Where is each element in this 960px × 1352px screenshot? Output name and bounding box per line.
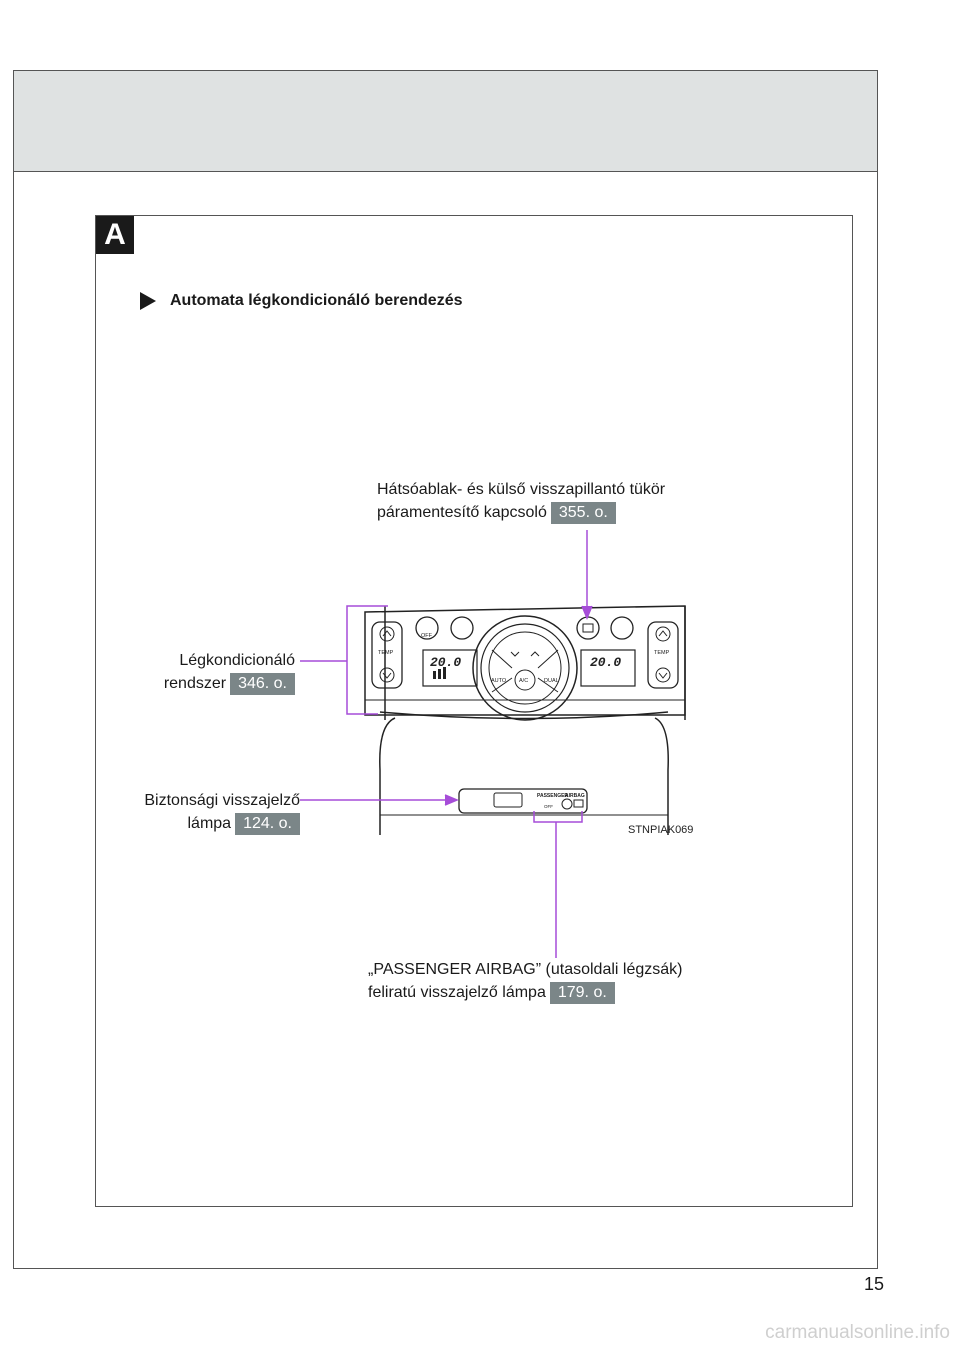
content-box <box>95 215 853 1207</box>
page-ref-link[interactable]: 355. o. <box>550 502 616 524</box>
temp-label-right: TEMP <box>654 650 670 656</box>
callout-airbag-line2: feliratú visszajelző lámpa <box>368 984 546 1001</box>
page-ref-link[interactable]: 124. o. <box>235 813 300 835</box>
ac-button-label: A/C <box>519 678 528 684</box>
section-heading: Automata légkondicionáló berendezés <box>140 292 463 310</box>
image-code: STNPIAK069 <box>628 824 693 836</box>
callout-defogger-line2: páramentesítő kapcsoló <box>377 504 547 521</box>
callout-airbag-line1: „PASSENGER AIRBAG” (utasoldali légzsák) <box>368 961 683 978</box>
page-number: 15 <box>863 1274 884 1294</box>
callout-seatbelt-line2: lámpa <box>187 815 232 832</box>
page-ref-link[interactable]: 179. o. <box>549 982 615 1004</box>
callout-ac-line2: rendszer <box>163 675 227 692</box>
triangle-bullet-icon <box>140 292 156 310</box>
airbag-label: AIRBAG <box>565 793 585 799</box>
dual-button-label: DUAL <box>544 678 559 684</box>
temp-label-left: TEMP <box>378 650 394 656</box>
callout-ac-line1: Légkondicionáló <box>179 652 295 669</box>
watermark: carmanualsonline.info <box>765 1322 950 1343</box>
passenger-label: PASSENGER <box>537 793 568 799</box>
page-frame <box>13 70 878 1269</box>
airbag-off-label: OFF <box>544 804 553 809</box>
page-ref-link[interactable]: 346. o. <box>230 673 295 695</box>
callout-defogger-line1: Hátsóablak- és külső visszapillantó tükö… <box>377 481 666 498</box>
header-band <box>14 71 877 172</box>
display-left-temp: 20.0 <box>430 655 461 670</box>
section-tab: A <box>96 216 134 254</box>
auto-button-label: AUTO <box>491 678 507 684</box>
off-button-label: OFF <box>421 633 433 639</box>
callout-airbag: „PASSENGER AIRBAG” (utasoldali légzsák) … <box>368 958 682 1004</box>
display-right-temp: 20.0 <box>590 655 621 670</box>
section-title: Automata légkondicionáló berendezés <box>170 292 463 309</box>
callout-defogger: Hátsóablak- és külső visszapillantó tükö… <box>377 478 665 524</box>
callout-seatbelt-line1: Biztonsági visszajelző <box>144 792 300 809</box>
